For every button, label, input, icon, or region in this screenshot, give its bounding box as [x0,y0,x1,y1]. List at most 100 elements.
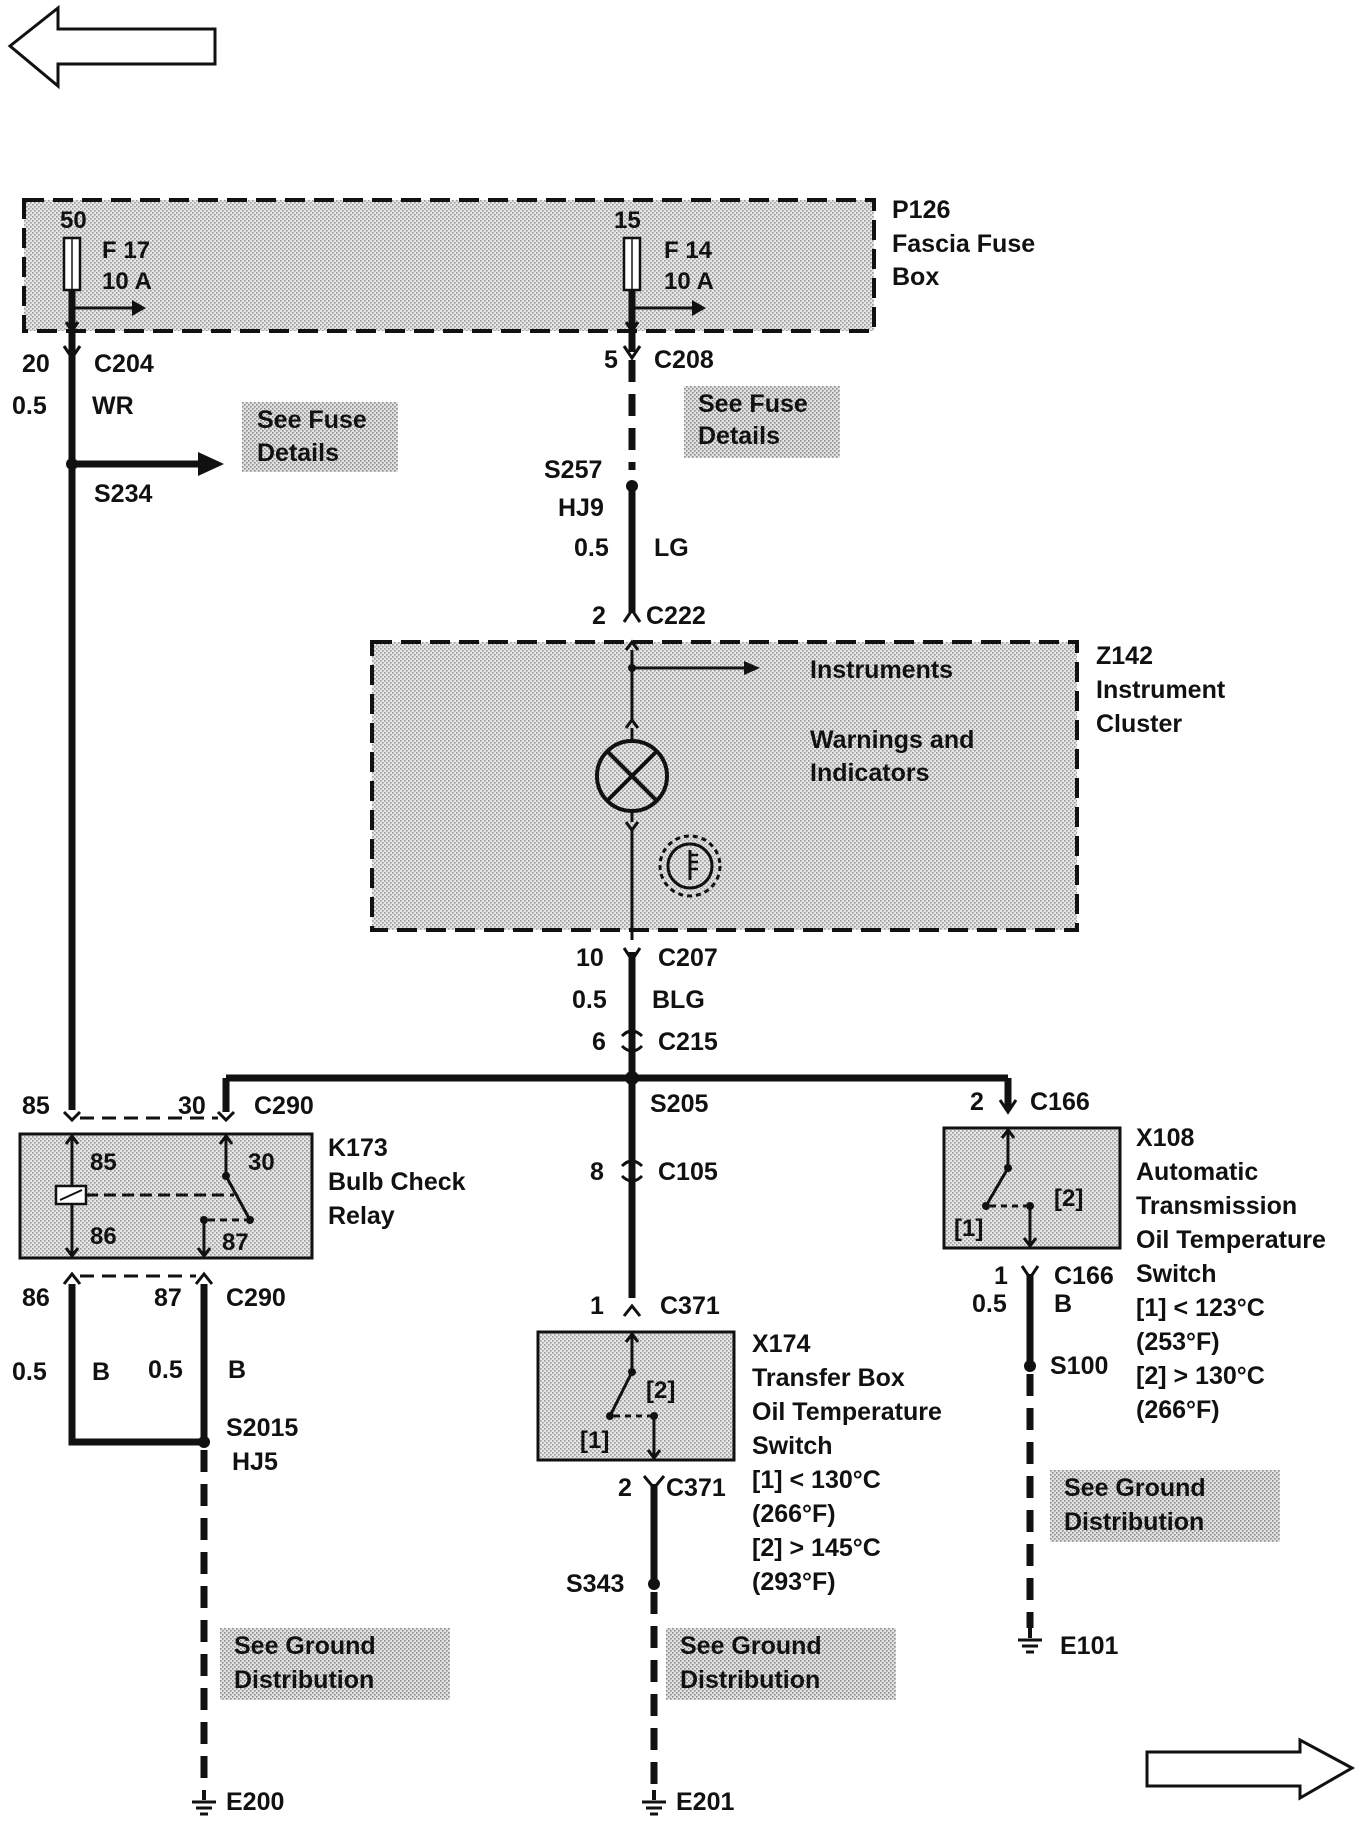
fuse-f14 [622,236,706,352]
x108-id: X108 [1136,1124,1194,1152]
splice-s2015-harness: HJ5 [232,1448,278,1476]
x108-spec1b: (253°F) [1136,1328,1220,1356]
c208-pin: 5 [604,346,618,374]
wire-86-color: B [92,1358,110,1386]
x108-pos2: [2] [1054,1185,1083,1212]
note-ground-3-line2: Distribution [1064,1508,1204,1536]
wire-x108-size: 0.5 [972,1290,1007,1318]
x174-pos1: [1] [580,1427,609,1454]
note-ground-2[interactable] [666,1628,896,1700]
c371-top-name: C371 [660,1292,720,1320]
ground-e201-icon [642,1790,666,1816]
ground-e101-icon [1018,1628,1042,1654]
wire-86-b [68,1284,204,1446]
x108-pos1: [1] [954,1215,983,1242]
connector-c105-symbol [620,1159,644,1183]
z142-name-line1: Instrument [1096,676,1226,704]
c204-name: C204 [94,350,154,378]
k173-id: K173 [328,1134,388,1162]
x174-spec2: [2] > 145°C [752,1534,881,1562]
z142-instruments-label: Instruments [810,656,953,684]
x174-transfer-box-switch [536,1330,736,1462]
ground-e101: E101 [1060,1632,1118,1660]
wire-blg-size: 0.5 [572,986,607,1014]
splice-s205: S205 [650,1090,708,1118]
wire-x108-color: B [1054,1290,1072,1318]
x174-name-line1: Transfer Box [752,1364,905,1392]
c290-bot-pin-a: 86 [22,1284,50,1312]
c290-top-pin-b: 30 [178,1092,206,1120]
splice-s257-harness: HJ9 [558,494,604,522]
splice-s2015-dot [198,1436,210,1448]
fuse-f14-pin: 15 [614,207,641,234]
splice-s100-dot [1024,1360,1036,1372]
z142-instrument-cluster [370,640,1079,932]
note-ground-1[interactable] [220,1628,450,1700]
splice-s100: S100 [1050,1352,1108,1380]
k173-name-line1: Bulb Check [328,1168,466,1196]
p126-name-line2: Box [892,263,939,291]
x174-spec2b: (293°F) [752,1568,836,1596]
c222-name: C222 [646,602,706,630]
x108-spec1: [1] < 123°C [1136,1294,1265,1322]
fuse-f17-name: F 17 [102,237,150,264]
ground-e200: E200 [226,1788,284,1816]
c105-pin: 8 [590,1158,604,1186]
fuse-f17 [62,236,146,352]
x174-name-line2: Oil Temperature [752,1398,942,1426]
temperature-warning-icon [658,834,722,898]
warning-lamp-icon [595,739,669,813]
wire-wr-size: 0.5 [12,392,47,420]
wire-86-size: 0.5 [12,1358,47,1386]
note-ground-3-line1: See Ground [1064,1474,1206,1502]
z142-warnings-line2: Indicators [810,759,929,787]
splice-s2015: S2015 [226,1414,298,1442]
x108-name-line1: Automatic [1136,1158,1258,1186]
wire-blg-color: BLG [652,986,705,1014]
c208-name: C208 [654,346,714,374]
c290-bot-pin-b: 87 [154,1284,182,1312]
c290-top-name: C290 [254,1092,314,1120]
c371-bot-name: C371 [666,1474,726,1502]
c204-pin: 20 [22,350,50,378]
note-ground-1-line1: See Ground [234,1632,376,1660]
x174-id: X174 [752,1330,810,1358]
back-arrow-icon[interactable] [7,4,217,90]
note-fuse-1-line1: See Fuse [257,406,367,434]
fuse-f14-name: F 14 [664,237,713,264]
c207-name: C207 [658,944,718,972]
wire-wr-color: WR [92,392,134,420]
connector-c166-top-symbol [998,1099,1018,1115]
ground-e201: E201 [676,1788,734,1816]
connector-c215-symbol [620,1029,644,1053]
connector-c222-symbol [622,607,642,623]
forward-arrow-icon[interactable] [1145,1737,1356,1801]
x174-pos2: [2] [646,1377,675,1404]
note-fuse-1-line2: Details [257,439,339,467]
note-ground-2-line1: See Ground [680,1632,822,1660]
k173-pin87: 87 [222,1229,249,1256]
splice-s343-dot [648,1578,660,1590]
x108-auto-trans-switch [942,1126,1122,1250]
splice-s234: S234 [94,480,152,508]
note-ground-3[interactable] [1050,1470,1280,1542]
c207-pin: 10 [576,944,604,972]
k173-pin85: 85 [90,1149,117,1176]
note-fuse-2[interactable] [684,386,840,458]
fuse-f17-rating: 10 A [102,268,152,295]
connector-c208-symbol [622,345,642,361]
x108-name-line3: Oil Temperature [1136,1226,1326,1254]
c166-top-pin: 2 [970,1088,984,1116]
note-fuse-1[interactable] [242,402,398,472]
c215-pin: 6 [592,1028,606,1056]
k173-name-line2: Relay [328,1202,395,1230]
z142-warnings-line1: Warnings and [810,726,974,754]
fuse-f17-pin: 50 [60,207,87,234]
z142-name-line2: Cluster [1096,710,1182,738]
x174-spec1: [1] < 130°C [752,1466,881,1494]
p126-fuse-box [22,198,876,333]
splice-s257: S257 [544,456,602,484]
x108-spec2b: (266°F) [1136,1396,1220,1424]
c166-bot-pin: 1 [994,1262,1008,1290]
